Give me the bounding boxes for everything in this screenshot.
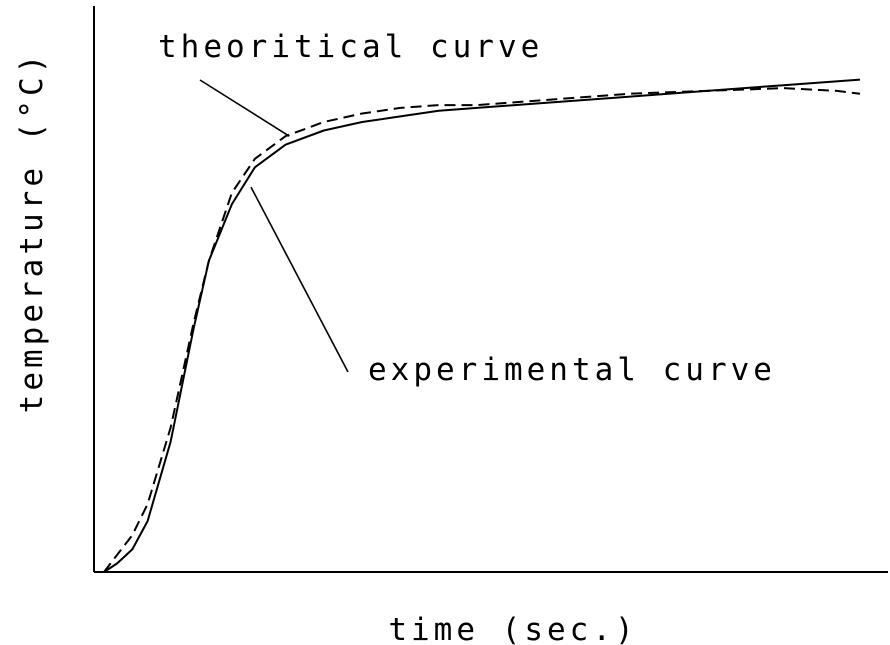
axes [93,6,888,573]
series-layer [103,78,861,573]
series-line-theoretical [103,78,861,573]
series-line-experimental [103,87,861,573]
annotation-theoretical-curve: theoritical curve [158,29,543,65]
leader-line-experimental [250,186,349,373]
y-axis-label: temperature (°C) [14,51,50,414]
leader-layer [199,79,349,373]
x-axis-label: time (sec.) [388,612,637,645]
annotation-experimental-curve: experimental curve [368,352,776,388]
leader-line-theoretical [199,79,290,137]
